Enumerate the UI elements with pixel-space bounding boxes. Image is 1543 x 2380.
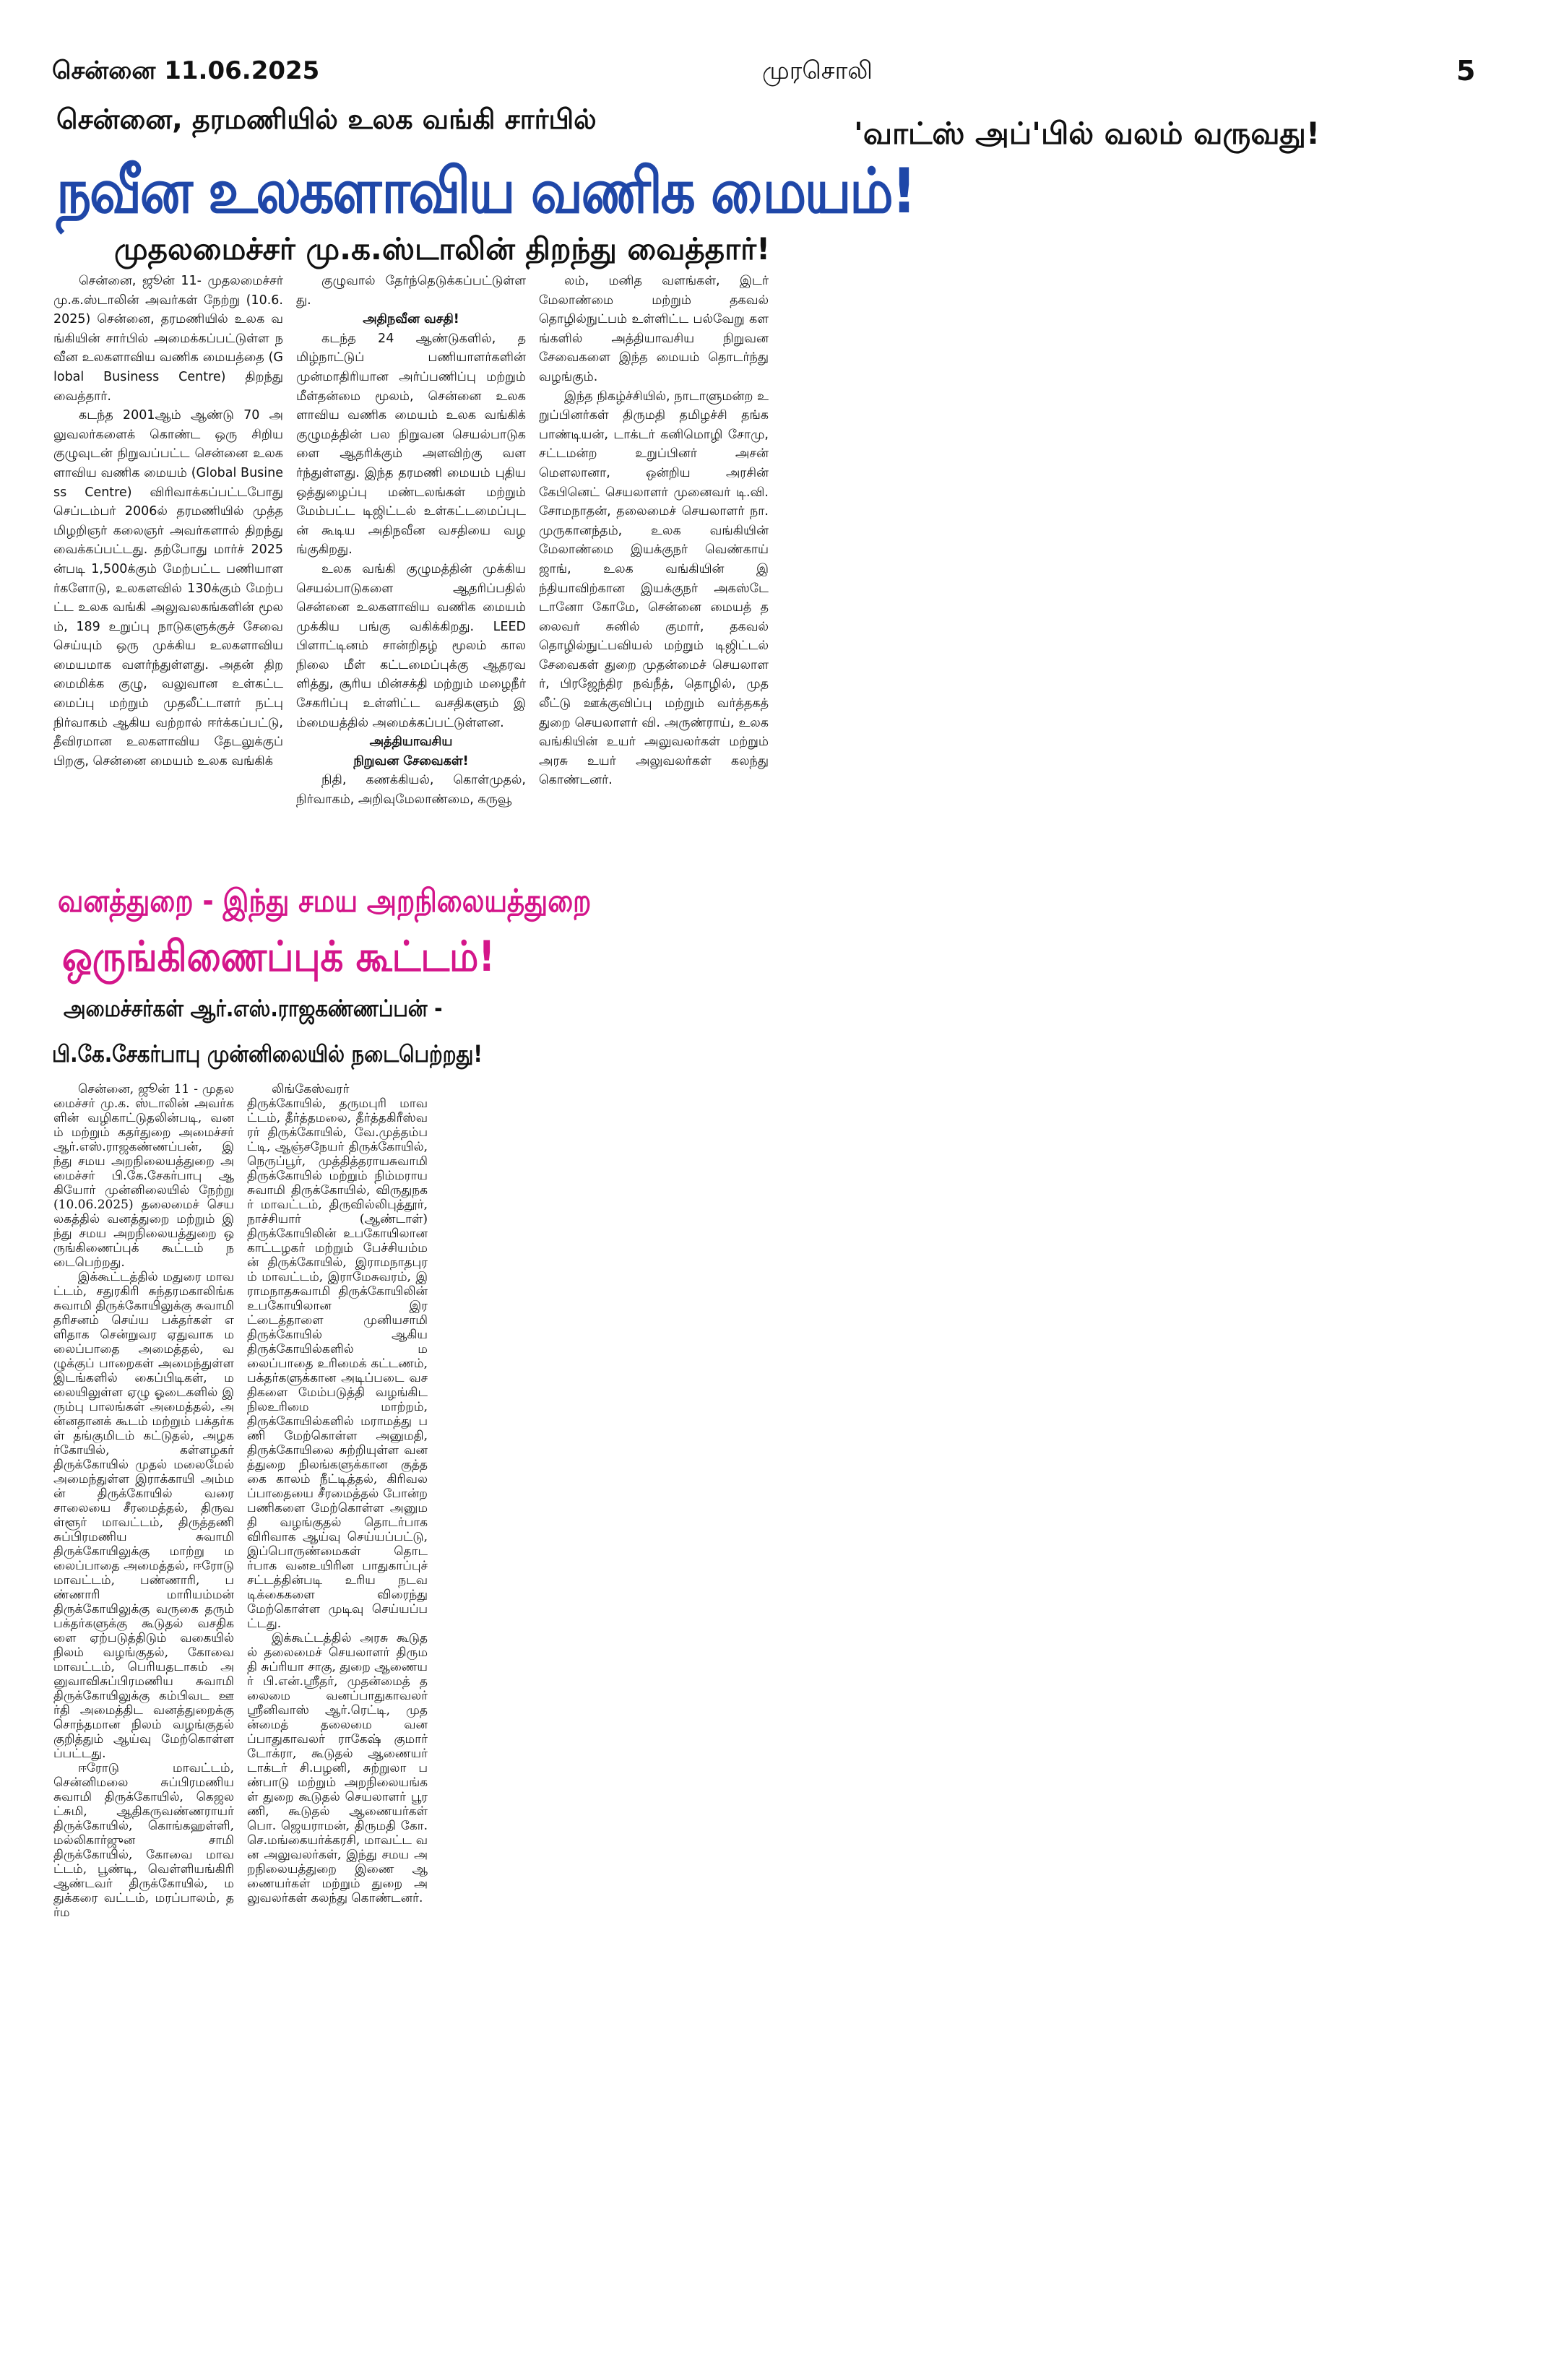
dateline: சென்னை 11.06.2025 <box>52 56 320 85</box>
story2-col1-para-1: சென்னை, ஜூன் 11 - முதலமைச்சர் மு.க. ஸ்டா… <box>53 1082 234 1270</box>
story1-headline: நவீன உலகளாவிய வணிக மையம்! <box>56 155 917 228</box>
story1-column-3: லம், மனித வளங்கள், இடர் மேலாண்மை மற்றும்… <box>539 272 769 877</box>
story1-column-1: சென்னை, ஜூன் 11- முதலமைச்சர் மு.க.ஸ்டாலி… <box>53 272 283 877</box>
story1-col2-para-4: நிதி, கணக்கியல், கொள்முதல், நிர்வாகம், அ… <box>296 773 526 808</box>
story2-headline-line2: ஒருங்கிணைப்புக் கூட்டம்! <box>62 932 496 981</box>
story2-subhead-line1: அமைச்சர்கள் ஆர்.எஸ்.ராஜகண்ணப்பன் - <box>64 995 443 1022</box>
story1-col3-para-2: இந்த நிகழ்ச்சியில், நாடாளுமன்ற உறுப்பினர… <box>539 389 769 788</box>
story2-column-2: லிங்கேஸ்வரர் திருக்கோயில், தருமபுரி மாவட… <box>247 1082 428 2346</box>
story1-subhead: முதலமைச்சர் மு.க.ஸ்டாலின் திறந்து வைத்தா… <box>114 231 771 267</box>
story2-col1-para-3: ஈரோடு மாவட்டம், சென்னிமலை சுப்பிரமணிய சு… <box>53 1761 234 1920</box>
story2-subhead-line2: பி.கே.சேகர்பாபு முன்னிலையில் நடைபெற்றது! <box>52 1040 483 1068</box>
story2-col1-para-2: இக்கூட்டத்தில் மதுரை மாவட்டம், சதுரகிரி … <box>53 1270 234 1761</box>
story2-col2-para-1: லிங்கேஸ்வரர் திருக்கோயில், தருமபுரி மாவட… <box>247 1082 428 1631</box>
story2-col2-para-2: இக்கூட்டத்தில் அரசு கூடுதல் தலைமைச் செயல… <box>247 1631 428 1905</box>
story1-subhead-essential-a: அத்தியாவசிய <box>369 735 453 750</box>
page-number: 5 <box>1456 55 1476 87</box>
story2-column-1: சென்னை, ஜூன் 11 - முதலமைச்சர் மு.க. ஸ்டா… <box>53 1082 234 2346</box>
story1-col2-para-2: கடந்த 24 ஆண்டுகளில், தமிழ்நாட்டுப் பணியா… <box>296 331 526 558</box>
story1-col3-para-1: லம், மனித வளங்கள், இடர் மேலாண்மை மற்றும்… <box>539 274 769 384</box>
story2-headline-line1: வனத்துறை - இந்து சமய அறநிலையத்துறை <box>58 883 592 919</box>
paper-name: முரசொலி <box>762 56 873 85</box>
story1-subhead-modern-facility: அதிநவீன வசதி! <box>363 312 459 327</box>
story1-col1-para-2: கடந்த 2001ஆம் ஆண்டு 70 அலுவலர்களைக் கொண்… <box>53 408 283 769</box>
story1-col2-para-3: உலக வங்கி குழுமத்தின் முக்கிய செயல்பாடுக… <box>296 561 526 730</box>
story1-col2-para-1: குழுவால் தேர்ந்தெடுக்கப்பட்டுள்ளது. <box>296 274 526 308</box>
story1-kicker: சென்னை, தரமணியில் உலக வங்கி சார்பில் <box>56 103 597 135</box>
story1-col1-para-1: சென்னை, ஜூன் 11- முதலமைச்சர் மு.க.ஸ்டாலி… <box>53 274 283 404</box>
story1-column-2: குழுவால் தேர்ந்தெடுக்கப்பட்டுள்ளது. அதிந… <box>296 272 526 877</box>
side-story-headline: 'வாட்ஸ் அப்'பில் வலம் வருவது! <box>854 116 1321 151</box>
story1-subhead-essential-b: நிறுவன சேவைகள்! <box>353 753 469 769</box>
